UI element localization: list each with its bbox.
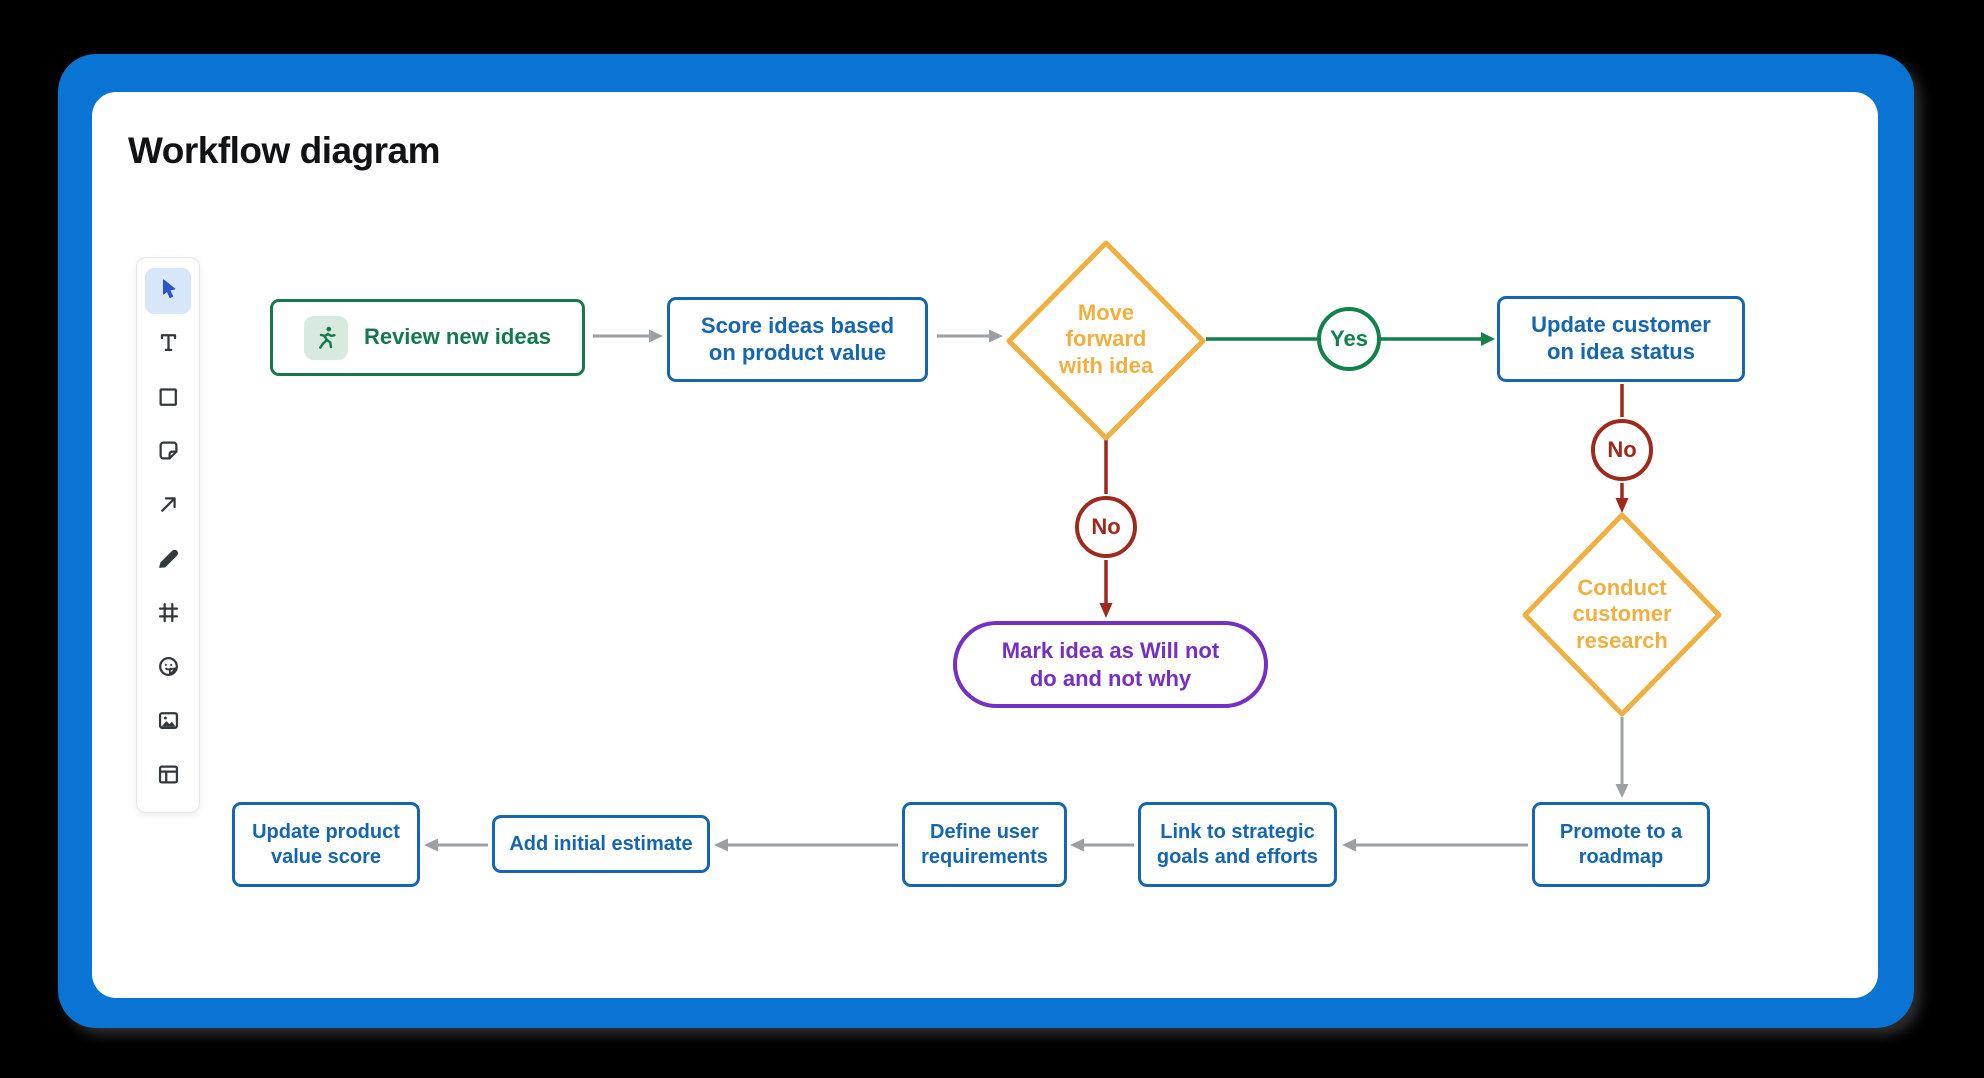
toolbar [136, 257, 200, 813]
runner-icon [303, 315, 348, 360]
yes-badge[interactable]: Yes [1317, 307, 1381, 371]
tool-select[interactable] [145, 268, 191, 314]
tool-frame[interactable] [145, 592, 191, 638]
node-label: Update product value score [252, 820, 400, 868]
tool-rectangle[interactable] [145, 376, 191, 422]
page-title: Workflow diagram [128, 130, 441, 171]
decision-conduct-research-label[interactable]: Conduct customer research [1572, 575, 1672, 653]
node-mark-idea[interactable]: Mark idea as Will not do and not why [953, 621, 1268, 708]
node-label: Link to strategic goals and efforts [1156, 820, 1319, 868]
tool-connector[interactable] [145, 484, 191, 530]
node-define-requirements[interactable]: Define user requirements [902, 802, 1067, 887]
tool-sticker[interactable] [145, 646, 191, 692]
pencil-icon [155, 545, 182, 577]
node-update-value-score[interactable]: Update product value score [232, 802, 420, 887]
cursor-icon [155, 275, 182, 307]
node-add-estimate[interactable]: Add initial estimate [492, 815, 710, 873]
tool-image[interactable] [145, 700, 191, 746]
mark-idea-prefix: Mark idea as [1001, 638, 1140, 663]
image-icon [155, 707, 182, 739]
sticker-smiley-icon [155, 653, 182, 685]
rectangle-icon [155, 383, 182, 415]
node-label: Mark idea as Will not do and not why [1002, 637, 1220, 692]
no-badge-research[interactable]: No [1591, 419, 1653, 481]
node-label: Add initial estimate [509, 832, 693, 855]
frame-icon [155, 599, 182, 631]
sticky-note-icon [155, 437, 182, 469]
node-link-goals[interactable]: Link to strategic goals and efforts [1138, 802, 1337, 887]
node-update-customer[interactable]: Update customer on idea status [1497, 296, 1745, 382]
node-label: Define user requirements [921, 820, 1048, 868]
tool-pen[interactable] [145, 538, 191, 584]
node-label: Update customer on idea status [1531, 312, 1711, 364]
node-score-ideas[interactable]: Score ideas based on product value [667, 297, 928, 382]
tool-text[interactable] [145, 322, 191, 368]
node-label: Promote to a roadmap [1559, 820, 1683, 868]
mark-idea-suffix: and not why [1056, 665, 1192, 691]
layout-table-icon [155, 761, 182, 793]
decision-move-forward-label[interactable]: Move forward with idea [1058, 300, 1154, 378]
node-label: Review new ideas [363, 324, 552, 350]
tool-layout[interactable] [145, 754, 191, 800]
node-promote-roadmap[interactable]: Promote to a roadmap [1532, 802, 1710, 887]
text-icon [155, 329, 182, 361]
arrow-up-right-icon [155, 491, 182, 523]
tool-sticky-note[interactable] [145, 430, 191, 476]
no-badge-reject[interactable]: No [1075, 496, 1137, 558]
mark-idea-bold: Will not do [1029, 638, 1220, 691]
node-label: Score ideas based on product value [700, 312, 895, 365]
node-review-new-ideas[interactable]: Review new ideas [270, 299, 585, 376]
